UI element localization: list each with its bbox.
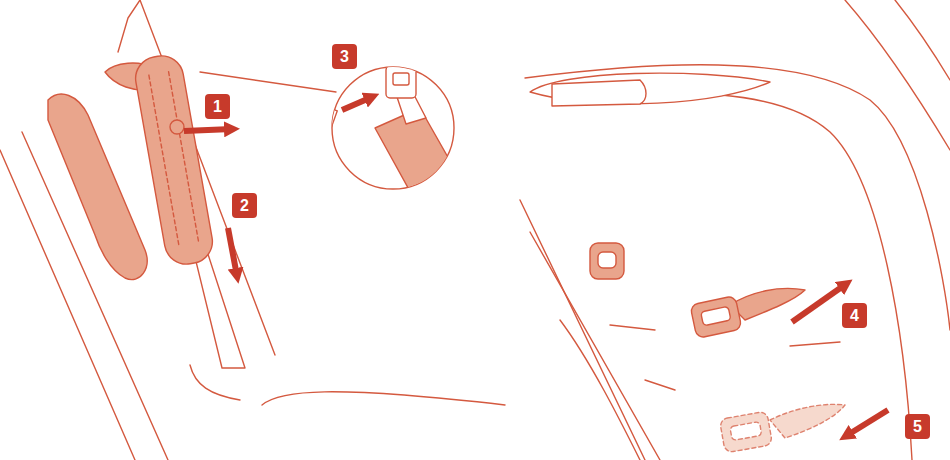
adjuster-plate	[590, 243, 624, 279]
shoulder-pad	[132, 52, 216, 267]
buckle	[386, 66, 416, 98]
handle-block	[552, 80, 646, 106]
seat-edge	[262, 392, 505, 405]
snap-button	[170, 120, 184, 134]
frame-tube	[845, 0, 950, 150]
callout-number: 5	[905, 414, 930, 439]
seat-edge	[190, 365, 240, 400]
strap-ghost	[770, 404, 845, 438]
callout-number: 1	[205, 94, 230, 119]
frame-line	[530, 232, 660, 460]
direction-arrow	[792, 284, 846, 322]
callout-number: 2	[232, 193, 257, 218]
motion-line	[645, 380, 675, 390]
handlebar	[560, 93, 912, 460]
side-panel	[48, 94, 147, 280]
inset-leader	[200, 72, 336, 92]
adjuster-slot	[598, 252, 616, 268]
strap-end	[291, 103, 337, 177]
adjuster-ghost	[719, 411, 772, 453]
callout-number: 4	[842, 303, 867, 328]
frame-tube	[895, 0, 950, 80]
frame-line	[118, 0, 140, 52]
motion-line	[610, 325, 655, 330]
direction-arrow	[342, 97, 372, 110]
direction-arrow	[228, 228, 237, 276]
handlebar	[525, 65, 950, 330]
frame-line	[560, 320, 640, 460]
direction-arrow	[184, 129, 232, 131]
callout-number: 3	[332, 44, 357, 69]
adjuster-plate	[690, 296, 742, 339]
direction-arrow	[846, 410, 888, 436]
motion-line	[790, 342, 840, 346]
strap	[730, 288, 805, 320]
buckle-slot	[393, 73, 409, 85]
frame-line	[520, 200, 645, 460]
pad-seam	[149, 75, 179, 245]
adjuster-slot	[701, 306, 731, 326]
adjuster-ghost-slot	[730, 422, 762, 441]
pad-seam	[169, 72, 199, 242]
